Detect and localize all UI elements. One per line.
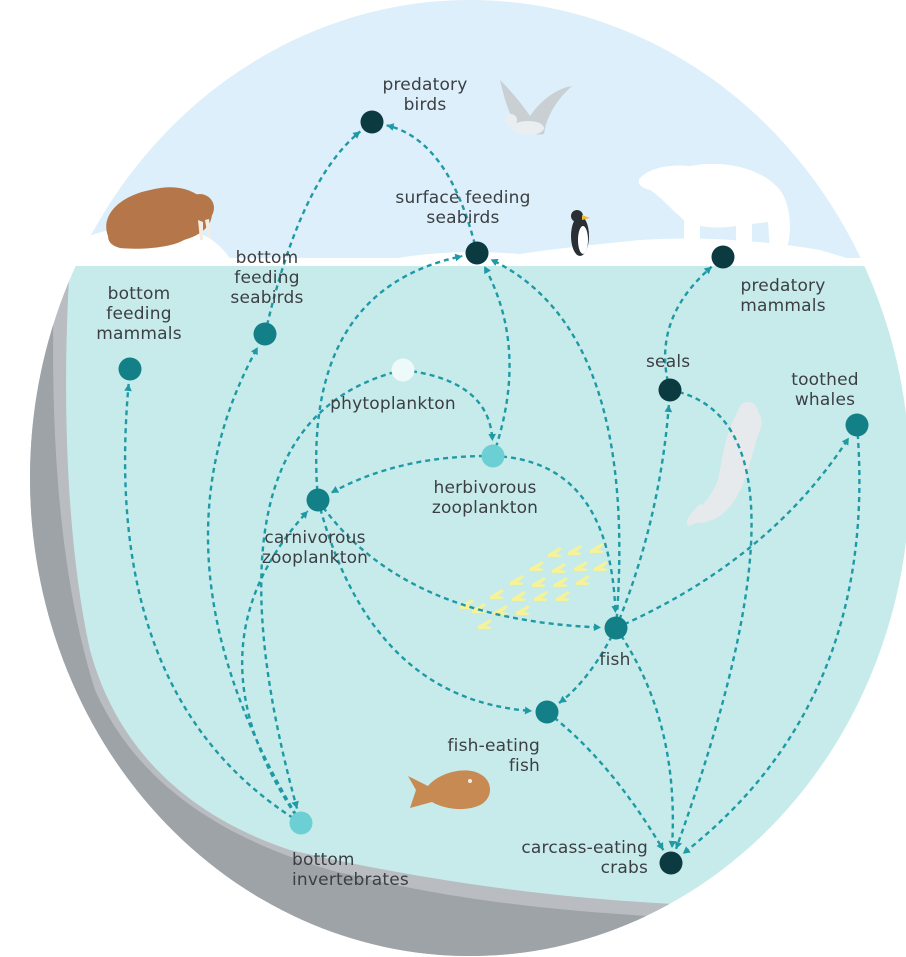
label-predatory-birds: predatory birds — [380, 75, 470, 115]
node-bottom-seabirds — [254, 323, 277, 346]
node-fish — [605, 617, 628, 640]
node-carnivorous-zooplankton — [307, 489, 330, 512]
label-herbivorous-zooplankton: herbivorous zooplankton — [420, 478, 550, 518]
node-carcass-crabs — [660, 852, 683, 875]
label-bottom-feeding-seabirds: bottom feeding seabirds — [222, 248, 312, 308]
label-carnivorous-zooplankton: carnivorous zooplankton — [240, 528, 390, 568]
label-seals: seals — [646, 352, 706, 372]
label-predatory-mammals: predatory mammals — [728, 276, 838, 316]
node-fish-eating-fish — [536, 701, 559, 724]
node-herbivorous-zooplankton — [482, 445, 505, 468]
node-predatory-mammals — [712, 246, 735, 269]
label-surface-feeding-seabirds: surface feeding seabirds — [388, 188, 538, 228]
node-bottom-mammals — [119, 358, 142, 381]
label-fish: fish — [590, 650, 640, 670]
label-toothed-whales: toothed whales — [780, 370, 870, 410]
node-surface-seabirds — [466, 242, 489, 265]
label-bottom-invertebrates: bottom invertebrates — [292, 850, 452, 890]
node-seals — [659, 379, 682, 402]
node-phytoplankton — [392, 359, 415, 382]
node-toothed-whales — [846, 414, 869, 437]
node-bottom-invertebrates — [290, 812, 313, 835]
label-carcass-eating-crabs: carcass-eating crabs — [480, 838, 648, 878]
label-phytoplankton: phytoplankton — [318, 394, 468, 414]
label-fish-eating-fish: fish-eating fish — [400, 736, 540, 776]
label-bottom-feeding-mammals: bottom feeding mammals — [84, 284, 194, 344]
